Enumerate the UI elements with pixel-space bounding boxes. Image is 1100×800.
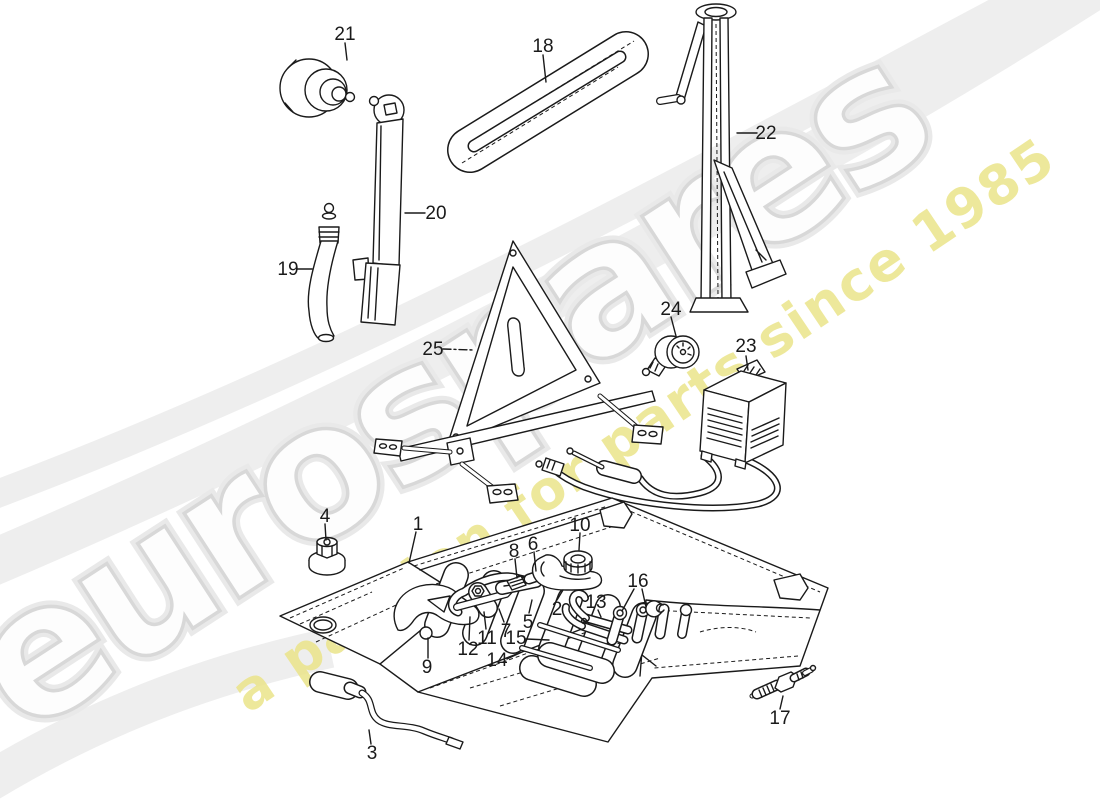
leader-1 [408, 531, 417, 564]
callout-7: 7 [501, 621, 512, 642]
leader-15 [525, 638, 550, 641]
leader-25 [442, 348, 475, 351]
callout-6: 6 [528, 534, 539, 555]
callout-18: 18 [532, 36, 553, 57]
filler-tube [307, 202, 340, 343]
callout-10: 10 [569, 515, 590, 536]
callout-20: 20 [425, 203, 446, 224]
callout-14: 14 [486, 650, 508, 671]
wheel-nut [308, 536, 346, 576]
watermark-swoosh-2 [0, 0, 1048, 508]
callout-11: 11 [477, 628, 497, 649]
wheel-bolt-wrench [352, 94, 405, 326]
leader-13 [597, 609, 602, 618]
watermark-swoosh-3 [0, 628, 335, 799]
leader-8 [514, 558, 518, 579]
leader-16 [621, 588, 647, 612]
callout-25: 25 [422, 339, 443, 360]
watermark-swoosh [0, 0, 1100, 585]
callout-13: 13 [585, 592, 606, 613]
callout-4: 4 [320, 506, 331, 527]
callout-5: 5 [523, 612, 534, 633]
callout-8: 8 [509, 541, 520, 562]
leader-23 [745, 355, 749, 371]
callout-labels: 1 2 3 4 5 6 7 8 9 10 11 12 13 14 15 16 1… [277, 24, 790, 764]
callout-1: 1 [413, 514, 424, 535]
callout-16: 16 [627, 571, 648, 592]
leader-11 [483, 611, 487, 630]
v-belt [447, 31, 649, 173]
tire-pressure-gauge [641, 335, 700, 377]
callout-24: 24 [660, 299, 682, 320]
crank-handle [309, 671, 464, 750]
leader-17 [779, 695, 784, 710]
callout-9: 9 [422, 657, 433, 678]
leader-21 [344, 42, 348, 61]
leader-12 [468, 616, 471, 641]
compressor [535, 359, 787, 512]
callout-2: 2 [552, 599, 563, 620]
leader-24 [670, 316, 677, 337]
leader-10 [578, 532, 581, 551]
callout-3: 3 [367, 743, 378, 764]
valve-cap [279, 58, 356, 118]
leader-7 [498, 608, 505, 623]
leader-14 [506, 651, 523, 660]
callout-leaders [296, 42, 784, 745]
callout-19: 19 [277, 259, 298, 280]
callout-15: 15 [505, 628, 526, 649]
callout-17: 17 [769, 708, 790, 729]
leader-18 [542, 54, 547, 83]
leader-3 [368, 729, 372, 745]
leader-5 [528, 599, 533, 614]
warning-triangle [373, 240, 664, 504]
callout-23: 23 [735, 336, 756, 357]
callout-21: 21 [334, 24, 355, 45]
callout-22: 22 [755, 123, 776, 144]
leader-2 [556, 589, 564, 601]
jack [656, 3, 787, 313]
leader-6 [533, 551, 537, 572]
leader-4 [324, 523, 327, 541]
callout-12: 12 [457, 639, 478, 660]
spark-plug [749, 664, 817, 700]
